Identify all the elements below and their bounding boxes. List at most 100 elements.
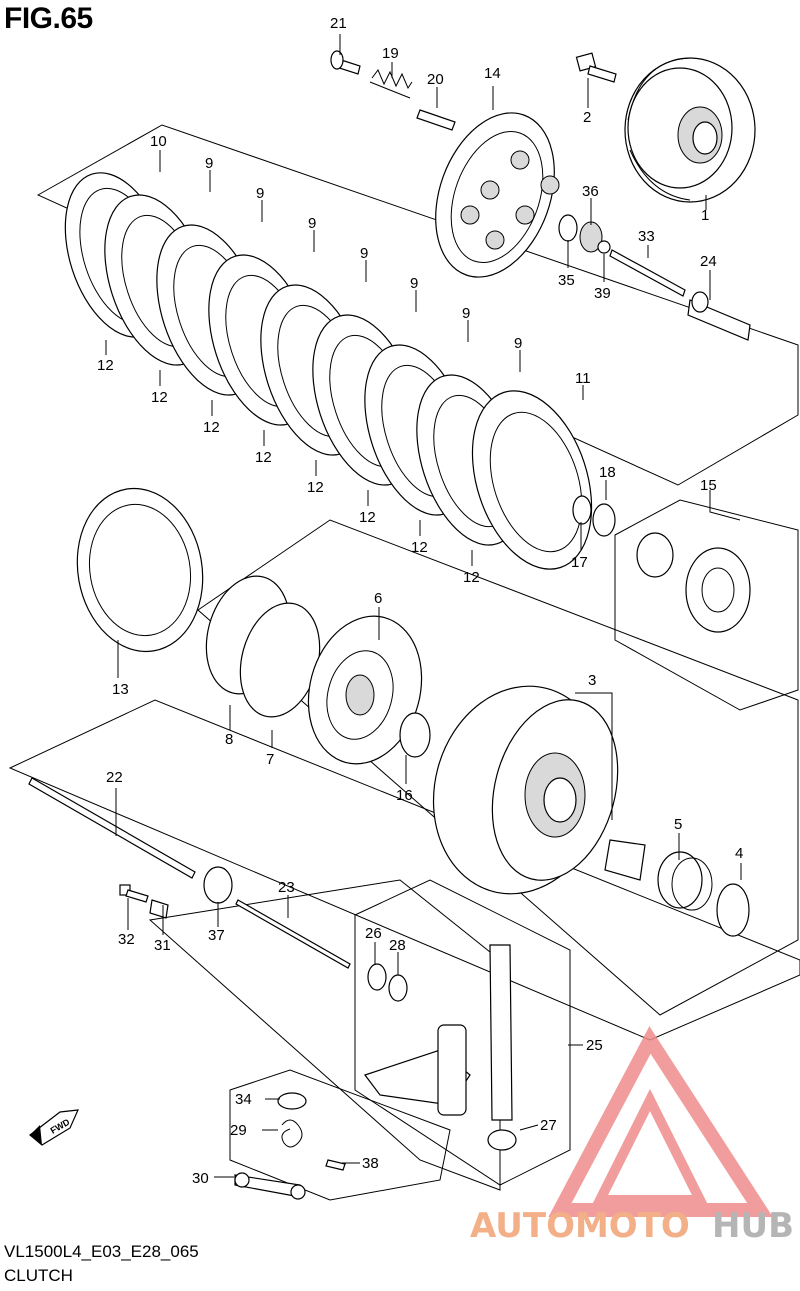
release-piston-seal (487, 1129, 517, 1151)
callout-9g: 9 (514, 335, 522, 352)
callout-12e: 12 (307, 479, 324, 496)
callout-17: 17 (571, 554, 588, 571)
watermark-logo (548, 1026, 773, 1217)
release-cylinder (364, 944, 513, 1121)
callout-26: 26 (365, 925, 382, 942)
figure-code: VL1500L4_E03_E28_065 (4, 1242, 199, 1261)
callout-14: 14 (484, 65, 501, 82)
figure-name: CLUTCH (4, 1266, 73, 1285)
callout-34: 34 (235, 1091, 252, 1108)
return-spring (281, 1119, 303, 1148)
thrust-washer (399, 712, 431, 758)
callout-12f: 12 (359, 509, 376, 526)
pressure-plate (435, 112, 560, 278)
needle-bearing (657, 851, 713, 911)
callout-25: 25 (586, 1037, 603, 1054)
callout-24: 24 (700, 253, 717, 270)
clutch-housing (432, 685, 619, 895)
callout-28: 28 (389, 937, 406, 954)
callout-12h: 12 (463, 569, 480, 586)
housing-washer (716, 883, 750, 937)
callout-9c: 9 (308, 215, 316, 232)
callout-27: 27 (540, 1117, 557, 1134)
callout-33: 33 (638, 228, 655, 245)
watermark-text-b: HUB (712, 1206, 794, 1246)
callout-3: 3 (588, 672, 596, 689)
housing-spacer (604, 839, 646, 881)
clutch-spring (369, 69, 413, 99)
callout-35: 35 (558, 272, 575, 289)
callout-31: 31 (154, 937, 171, 954)
callout-9a: 9 (205, 155, 213, 172)
callout-12g: 12 (411, 539, 428, 556)
callout-37: 37 (208, 927, 225, 944)
arm-washer (277, 1092, 307, 1110)
callout-6: 6 (374, 590, 382, 607)
callout-7: 7 (266, 751, 274, 768)
clamp-bolt (119, 884, 149, 903)
callout-38: 38 (362, 1155, 379, 1172)
leader-lines (105, 34, 742, 1178)
callout-9e: 9 (410, 275, 418, 292)
callout-22: 22 (106, 769, 123, 786)
rod-clamp (149, 899, 169, 919)
clutch-spring-bolt (330, 50, 361, 75)
cylinder-o-ring (367, 963, 387, 991)
release-nut (597, 240, 611, 254)
figure-title: FIG.65 (4, 2, 93, 35)
callout-9f: 9 (462, 305, 470, 322)
callout-12d: 12 (255, 449, 272, 466)
callout-29: 29 (230, 1122, 247, 1139)
callout-39: 39 (594, 285, 611, 302)
release-arm (234, 1172, 306, 1200)
watermark-text-a: AUTOMOTO (470, 1206, 690, 1246)
callout-23: 23 (278, 879, 295, 896)
callout-1: 1 (701, 207, 709, 224)
callout-9b: 9 (256, 185, 264, 202)
callout-30: 30 (192, 1170, 209, 1187)
callout-13: 13 (112, 681, 129, 698)
arm-bolt (325, 1159, 346, 1171)
gear-bolt (575, 52, 617, 83)
callout-5: 5 (674, 816, 682, 833)
cylinder-seal (388, 974, 408, 1002)
callout-32: 32 (118, 931, 135, 948)
callout-18: 18 (599, 464, 616, 481)
callout-4: 4 (735, 845, 743, 862)
clutch-sleeve-hub-panel-outline (197, 519, 799, 1016)
clutch-push-rod-22 (28, 777, 196, 879)
damper-box (614, 499, 799, 711)
callout-19: 19 (382, 45, 399, 62)
primary-driven-gear (624, 57, 756, 203)
callout-20: 20 (427, 71, 444, 88)
spring-washer (592, 503, 616, 537)
callout-8: 8 (225, 731, 233, 748)
callout-11: 11 (575, 370, 591, 387)
callout-12b: 12 (151, 389, 168, 406)
callout-labels: 1 2 3 4 5 6 7 8 9 9 9 9 9 9 9 9 10 11 12… (97, 15, 743, 1187)
release-arm-box (229, 1069, 451, 1201)
callout-12c: 12 (203, 419, 220, 436)
spring-guide-pin (416, 109, 456, 131)
clutch-damper (636, 532, 751, 633)
push-rod-oil-seal (203, 866, 233, 904)
callout-36: 36 (582, 183, 599, 200)
pushrod-panel-outline (8, 699, 800, 1041)
callout-10: 10 (150, 133, 167, 150)
clutch-drive-plate-11 (471, 390, 593, 570)
clutch-push-piece (687, 291, 751, 341)
adjusting-rod (609, 249, 686, 297)
callout-2: 2 (583, 109, 591, 126)
clutch-driven-plate-13 (76, 487, 204, 653)
callout-9d: 9 (360, 245, 368, 262)
release-washer (558, 214, 578, 242)
fwd-arrow (29, 1109, 79, 1146)
slave-cylinder-box (354, 879, 571, 1186)
callout-12a: 12 (97, 357, 114, 374)
callout-21: 21 (330, 15, 347, 32)
spring-washer-seat (572, 495, 592, 525)
callout-16: 16 (396, 787, 413, 804)
clutch-sleeve-hub (307, 615, 423, 765)
callout-15: 15 (700, 477, 717, 494)
